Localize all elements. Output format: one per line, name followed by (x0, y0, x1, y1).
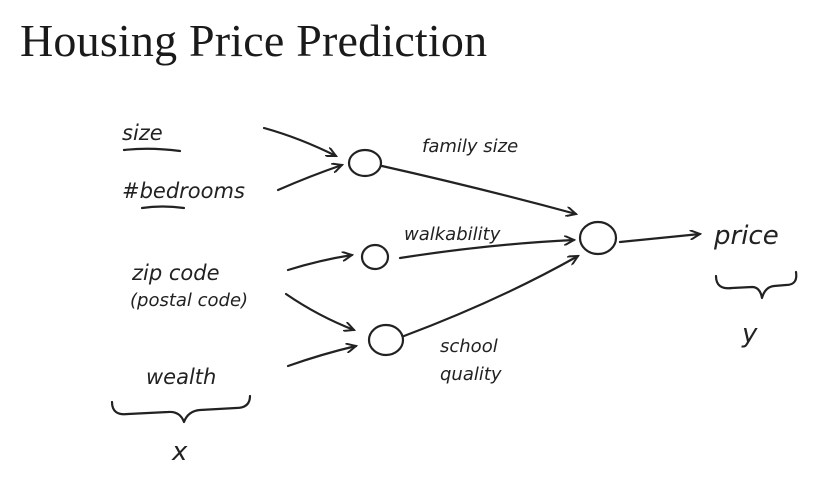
hidden-node-walkability (360, 243, 390, 271)
output-node (578, 220, 618, 256)
feature-label-family-size: family size (422, 136, 518, 157)
input-label-bedrooms: #bedrooms (122, 179, 245, 203)
hidden-node-school-quality (367, 323, 405, 357)
arrow-output-to-price (618, 234, 700, 244)
output-brace (714, 270, 798, 300)
input-label-zip-code: zip code (131, 261, 220, 285)
input-label-wealth: wealth (146, 365, 216, 389)
bedrooms-underline (140, 205, 186, 210)
arrow-bedrooms-to-family-node (276, 165, 342, 192)
inputs-brace (110, 394, 252, 424)
feature-label-quality: quality (440, 364, 502, 385)
x-label: x (171, 437, 188, 467)
input-label-postal-code: (postal code) (130, 290, 248, 311)
y-label: y (741, 319, 758, 349)
feature-label-school: school (440, 336, 498, 357)
size-underline (122, 147, 182, 153)
input-label-size: size (122, 121, 163, 145)
arrow-family-to-output (380, 164, 576, 214)
arrow-zip-to-walkability-node (286, 255, 352, 272)
arrow-zip-to-school-node (284, 292, 354, 330)
arrow-wealth-to-school-node (286, 346, 356, 368)
feature-label-walkability: walkability (404, 224, 501, 245)
arrow-walkability-to-output (398, 240, 574, 260)
output-label-price: price (713, 221, 779, 251)
arrow-size-to-family-node (262, 126, 336, 158)
arrow-school-to-output (402, 254, 578, 338)
slide-title: Housing Price Prediction (20, 15, 488, 66)
hidden-node-family-size (347, 148, 383, 178)
